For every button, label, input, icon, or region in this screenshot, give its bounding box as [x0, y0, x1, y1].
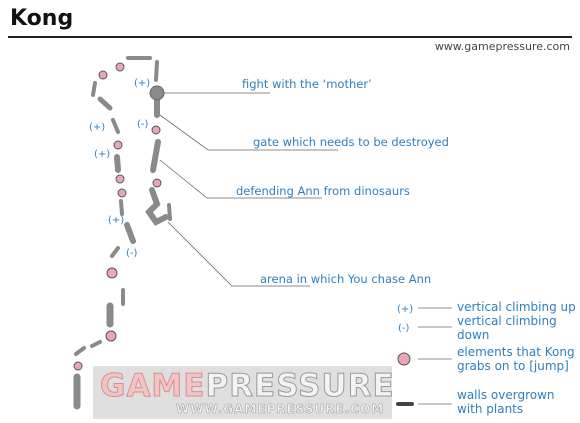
- grab-point: [117, 188, 127, 198]
- callout-defend: defending Ann from dinosaurs: [236, 184, 410, 198]
- legend-up-symbol: (+): [397, 304, 413, 315]
- wall-segment: [124, 222, 136, 244]
- minus-symbol: (-): [137, 119, 149, 130]
- watermark-logo: GAMEPRESSURE: [99, 368, 395, 405]
- grab-point: [98, 70, 108, 80]
- legend-up-label: vertical climbing up: [457, 300, 576, 314]
- callout-gate: gate which needs to be destroyed: [253, 135, 449, 149]
- wall-segment: [154, 60, 159, 82]
- legend-walls-label: walls overgrown with plants: [457, 388, 555, 416]
- legend-down-symbol: (-): [398, 323, 410, 334]
- site-url: www.gamepressure.com: [434, 40, 570, 53]
- grab-point: [115, 62, 125, 72]
- wall-segment: [150, 139, 161, 173]
- wall-segment: [90, 340, 102, 348]
- plus-symbol: (+): [134, 78, 150, 89]
- plus-symbol: (+): [108, 215, 124, 226]
- legend-lines: [418, 307, 452, 405]
- legend-grab-marker: [397, 352, 411, 366]
- page-title: Kong: [10, 6, 74, 31]
- watermark-box: [93, 366, 392, 419]
- grab-point: [113, 140, 123, 150]
- grab-point: [151, 125, 161, 135]
- legend-grab-label: elements that Kong grabs on to [jump]: [457, 345, 575, 373]
- wall-segment: [114, 154, 121, 173]
- wall-segment: [74, 346, 86, 356]
- wall-segment: [91, 81, 97, 97]
- callout-arena: arena in which You chase Ann: [260, 272, 431, 286]
- wall-segment: [167, 203, 172, 221]
- leader-line: [167, 221, 310, 287]
- grab-points: [73, 62, 162, 371]
- grab-point: [115, 174, 125, 184]
- walls: [73, 56, 172, 410]
- leader-line: [159, 114, 338, 151]
- grab-point: [73, 361, 83, 371]
- wall-segment: [110, 246, 120, 258]
- leader-line: [159, 159, 322, 199]
- grab-point: [106, 267, 118, 279]
- watermark-url: WWW.GAMEPRESSURE.COM: [176, 402, 385, 417]
- wall-segment: [119, 199, 124, 216]
- minus-symbol: (-): [126, 248, 138, 259]
- wall-segment: [145, 187, 169, 226]
- grab-point: [105, 330, 117, 342]
- legend-down-label: vertical climbing down: [457, 314, 557, 342]
- plus-symbol: (+): [89, 122, 105, 133]
- title-rule: [8, 36, 572, 38]
- callout-fight: fight with the ‘mother’: [242, 77, 372, 91]
- plus-symbol: (+): [94, 149, 110, 160]
- wall-segment: [111, 118, 120, 134]
- grab-point: [152, 178, 162, 188]
- wall-segment: [97, 96, 113, 111]
- mother-node: [149, 85, 165, 101]
- leader-lines: [159, 92, 338, 287]
